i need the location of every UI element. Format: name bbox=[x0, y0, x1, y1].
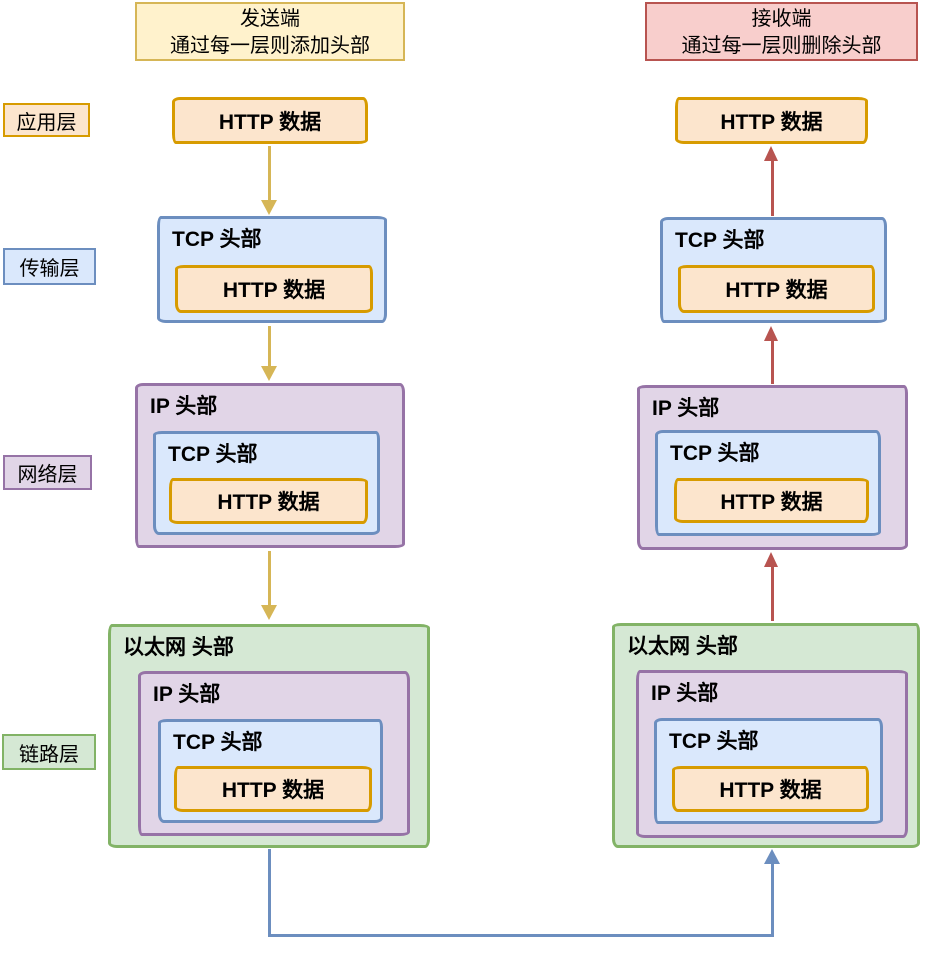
arrow-down-icon bbox=[261, 200, 277, 215]
sender-ip-label: IP 头部 bbox=[150, 395, 218, 418]
receiver-ip-box: IP 头部 TCP 头部 HTTP 数据 bbox=[637, 385, 908, 550]
sender-ethernet-box: 以太网 头部 IP 头部 TCP 头部 HTTP 数据 bbox=[108, 624, 430, 848]
receiver-ethernet-label: 以太网 头部 bbox=[627, 635, 738, 658]
receiver-eth-tcp-label: TCP 头部 bbox=[669, 730, 759, 753]
arrow-up-icon bbox=[764, 326, 778, 341]
receiver-eth-ip-label: IP 头部 bbox=[651, 682, 719, 705]
sender-arrow-1-line bbox=[268, 146, 271, 201]
sender-ip-tcp-label: TCP 头部 bbox=[168, 443, 258, 466]
receiver-arrow-3-line bbox=[771, 566, 774, 621]
receiver-tcp-label: TCP 头部 bbox=[675, 229, 765, 252]
sender-arrow-3-line bbox=[268, 551, 271, 606]
receiver-http-box: HTTP 数据 bbox=[675, 97, 868, 144]
sender-eth-ip-box: IP 头部 TCP 头部 HTTP 数据 bbox=[138, 671, 410, 836]
arrow-down-icon bbox=[261, 366, 277, 381]
receiver-tcp-http-box: HTTP 数据 bbox=[678, 265, 875, 313]
sender-ip-tcp-http-box: HTTP 数据 bbox=[169, 478, 368, 524]
sender-eth-ip-label: IP 头部 bbox=[153, 683, 221, 706]
sender-eth-tcp-label: TCP 头部 bbox=[173, 731, 263, 754]
arrow-up-icon bbox=[764, 849, 780, 864]
receiver-ip-label: IP 头部 bbox=[652, 397, 720, 420]
receiver-ip-tcp-label: TCP 头部 bbox=[670, 442, 760, 465]
bottom-connector-left-line bbox=[268, 849, 271, 937]
receiver-header-line2: 通过每一层则删除头部 bbox=[681, 35, 882, 57]
receiver-header-line1: 接收端 bbox=[751, 8, 812, 30]
bottom-connector-right-line bbox=[771, 862, 774, 937]
receiver-eth-ip-box: IP 头部 TCP 头部 HTTP 数据 bbox=[636, 670, 908, 838]
receiver-ip-tcp-http-box: HTTP 数据 bbox=[674, 478, 869, 523]
receiver-arrow-1-line bbox=[771, 160, 774, 216]
sender-header-line2: 通过每一层则添加头部 bbox=[170, 35, 370, 57]
sender-http-box: HTTP 数据 bbox=[172, 97, 368, 144]
sender-ip-tcp-box: TCP 头部 HTTP 数据 bbox=[153, 431, 380, 535]
sender-tcp-http-box: HTTP 数据 bbox=[175, 265, 373, 313]
receiver-eth-http-box: HTTP 数据 bbox=[672, 766, 869, 812]
sender-tcp-box: TCP 头部 HTTP 数据 bbox=[157, 216, 387, 323]
sender-eth-tcp-box: TCP 头部 HTTP 数据 bbox=[158, 719, 383, 823]
sender-header-line1: 发送端 bbox=[240, 8, 300, 30]
arrow-up-icon bbox=[764, 146, 778, 161]
layer-label-application: 应用层 bbox=[3, 103, 90, 137]
receiver-ethernet-box: 以太网 头部 IP 头部 TCP 头部 HTTP 数据 bbox=[612, 623, 920, 848]
arrow-down-icon bbox=[261, 605, 277, 620]
sender-tcp-label: TCP 头部 bbox=[172, 228, 262, 251]
sender-eth-http-box: HTTP 数据 bbox=[174, 766, 372, 812]
sender-header: 发送端 通过每一层则添加头部 bbox=[135, 2, 405, 61]
layer-label-network: 网络层 bbox=[3, 455, 92, 490]
sender-arrow-2-line bbox=[268, 326, 271, 367]
receiver-ip-tcp-box: TCP 头部 HTTP 数据 bbox=[655, 430, 881, 536]
receiver-arrow-2-line bbox=[771, 340, 774, 384]
receiver-header: 接收端 通过每一层则删除头部 bbox=[645, 2, 918, 61]
layer-label-link: 链路层 bbox=[2, 734, 96, 770]
receiver-eth-tcp-box: TCP 头部 HTTP 数据 bbox=[654, 718, 883, 824]
sender-ethernet-label: 以太网 头部 bbox=[123, 636, 234, 659]
receiver-tcp-box: TCP 头部 HTTP 数据 bbox=[660, 217, 887, 323]
layer-label-transport: 传输层 bbox=[3, 248, 96, 285]
bottom-connector-horizontal-line bbox=[268, 934, 774, 937]
arrow-up-icon bbox=[764, 552, 778, 567]
sender-ip-box: IP 头部 TCP 头部 HTTP 数据 bbox=[135, 383, 405, 548]
